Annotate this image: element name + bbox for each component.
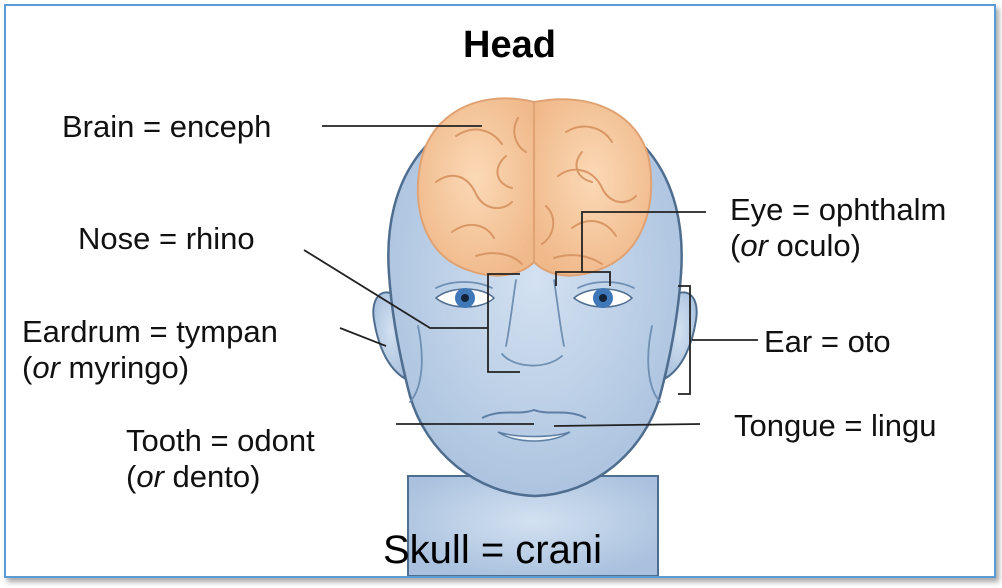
eardrum-label: Eardrum = tympan (or myringo) xyxy=(22,314,278,386)
eye-alt-prefix: or xyxy=(740,228,768,263)
eardrum-alt-prefix: or xyxy=(32,350,60,385)
eardrum-alt-rest: myringo) xyxy=(60,350,189,385)
tooth-alt-rest: dento) xyxy=(164,459,261,494)
eye-label-main: Eye = ophthalm xyxy=(730,192,946,228)
tongue-label: Tongue = lingu xyxy=(734,408,937,444)
tooth-label-main: Tooth = odont xyxy=(126,423,315,459)
eardrum-label-alt: (or myringo) xyxy=(22,350,278,386)
eye-alt-rest: oculo) xyxy=(768,228,861,263)
diagram-frame: Head Brain = enceph Nose = rhino Eardrum… xyxy=(4,4,996,578)
diagram-title: Head xyxy=(463,24,556,67)
eye-label-alt: (or oculo) xyxy=(730,228,946,264)
tooth-alt-prefix: or xyxy=(136,459,164,494)
tooth-label: Tooth = odont (or dento) xyxy=(126,423,315,495)
skull-label: Skull = crani xyxy=(383,528,602,573)
brain-label: Brain = enceph xyxy=(62,109,271,145)
nose-label: Nose = rhino xyxy=(78,221,255,257)
ear-label: Ear = oto xyxy=(764,324,891,360)
eardrum-label-main: Eardrum = tympan xyxy=(22,314,278,350)
tooth-label-alt: (or dento) xyxy=(126,459,315,495)
brain xyxy=(418,98,651,275)
eye-label: Eye = ophthalm (or oculo) xyxy=(730,192,946,264)
